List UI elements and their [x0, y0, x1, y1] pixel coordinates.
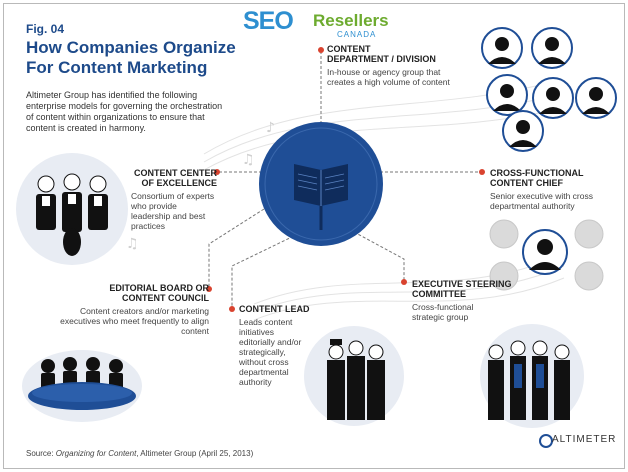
altimeter-logo-icon	[539, 434, 553, 448]
graphics-layer: ♪ ♫ ♪ ♫	[16, 27, 617, 448]
model-center-of-excellence: CONTENT CENTER OF EXCELLENCE Consortium …	[122, 168, 217, 231]
logo-canada-text: CANADA	[337, 30, 377, 39]
model-title: CROSS-FUNCTIONAL	[490, 168, 584, 178]
model-content-department: CONTENT DEPARTMENT / DIVISION In-house o…	[327, 44, 477, 87]
logo-resellers-text: Resellers	[313, 11, 389, 30]
source-suffix: , Altimeter Group (April 25, 2013)	[136, 449, 254, 458]
model-description: Content creators and/or marketing execut…	[60, 306, 209, 336]
model-steering-committee: EXECUTIVE STEERING COMMITTEE Cross-funct…	[412, 279, 532, 322]
model-title: CONTENT CENTER	[134, 168, 217, 178]
model-title: DEPARTMENT / DIVISION	[327, 54, 436, 64]
title-line-1: How Companies Organize	[26, 38, 236, 57]
model-content-chief: CROSS-FUNCTIONAL CONTENT CHIEF Senior ex…	[490, 168, 620, 211]
connector-lines	[208, 50, 482, 309]
editorial-board-icon	[22, 350, 142, 422]
center-of-excellence-icon	[16, 153, 128, 265]
central-hub-icon	[259, 122, 383, 246]
content-chief-icon	[489, 219, 604, 291]
svg-text:♫: ♫	[126, 236, 139, 252]
model-title: CONTENT	[327, 44, 371, 54]
model-title: OF EXCELLENCE	[141, 178, 217, 188]
model-description: Leads content initiatives editorially an…	[239, 317, 302, 387]
source-title: Organizing for Content	[55, 449, 137, 458]
page-title: How Companies Organize For Content Marke…	[26, 38, 276, 78]
altimeter-brand: ALTIMETER	[552, 434, 617, 445]
model-title: CONTENT COUNCIL	[122, 293, 209, 303]
seo-resellers-logo: SEO Resellers CANADA	[241, 7, 389, 40]
model-title: COMMITTEE	[412, 289, 466, 299]
content-lead-icon	[304, 326, 404, 426]
model-description: Senior executive with cross departmental…	[490, 191, 593, 211]
department-people-icon	[481, 27, 617, 152]
model-description: In-house or agency group that creates a …	[327, 67, 450, 87]
source-citation: Source: Organizing for Content, Altimete…	[26, 449, 253, 458]
model-title: CONTENT LEAD	[239, 304, 310, 314]
intro-text: Altimeter Group has identified the follo…	[26, 90, 223, 133]
infographic-frame: ♪ ♫ ♪ ♫	[3, 3, 625, 469]
steering-committee-icon	[480, 324, 584, 428]
source-prefix: Source:	[26, 449, 56, 458]
model-editorial-board: EDITORIAL BOARD OR CONTENT COUNCIL Conte…	[60, 283, 209, 336]
model-description: Consortium of experts who provide leader…	[131, 191, 215, 231]
model-title: EXECUTIVE STEERING	[412, 279, 512, 289]
model-title: EDITORIAL BOARD OR	[109, 283, 209, 293]
model-title: CONTENT CHIEF	[490, 178, 563, 188]
model-content-lead: CONTENT LEAD Leads content initiatives e…	[239, 304, 319, 387]
svg-text:♪: ♪	[266, 120, 275, 136]
figure-label: Fig. 04	[26, 22, 65, 36]
svg-text:♫: ♫	[242, 152, 255, 168]
title-line-2: For Content Marketing	[26, 58, 208, 77]
logo-seo-text: SEO	[243, 7, 294, 35]
model-description: Cross-functional strategic group	[412, 302, 474, 322]
connector-dots	[206, 47, 485, 312]
